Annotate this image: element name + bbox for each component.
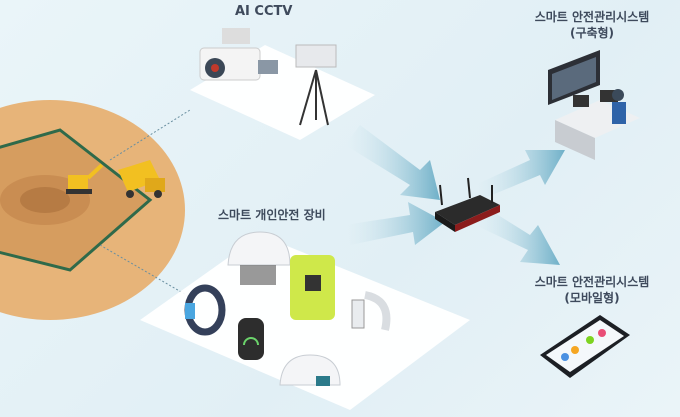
smart-band-icon [184,284,226,336]
system-mobile-subtitle: (모바일형) [564,291,620,305]
arrow-router-to-desktop [475,150,565,200]
arrow-router-to-mobile [475,210,560,265]
smart-helmet-icon [279,354,341,386]
helmet-icon [227,231,291,285]
equipment-label: 스마트 개인안전 장비 [218,208,326,222]
construction-site-illustration [0,100,196,320]
cctv-label: AI CCTV [235,4,293,19]
tripod-camera-icon [295,44,337,126]
system-built-title: 스마트 안전관리시스템 [534,10,650,24]
wearable-robot-icon [351,291,391,331]
system-mobile-title: 스마트 안전관리시스템 [534,275,650,289]
system-built-label: 스마트 안전관리시스템 (구축형) [522,9,662,41]
excavator-icon [66,163,104,194]
cctv-camera-icon [199,28,278,81]
safety-vest-icon [290,255,335,320]
arrow-equipment-to-router [345,202,445,245]
wireless-tag-icon [238,318,264,360]
equipment-platform [140,235,470,410]
system-mobile-label: 스마트 안전관리시스템 (모바일형) [522,274,662,306]
arrow-cctv-to-router [345,125,440,200]
system-built-subtitle: (구축형) [569,26,615,40]
control-room-desktop-icon [548,50,640,160]
dump-truck-icon [118,160,165,198]
smartphone-icon [540,315,630,378]
router-icon [435,177,500,232]
